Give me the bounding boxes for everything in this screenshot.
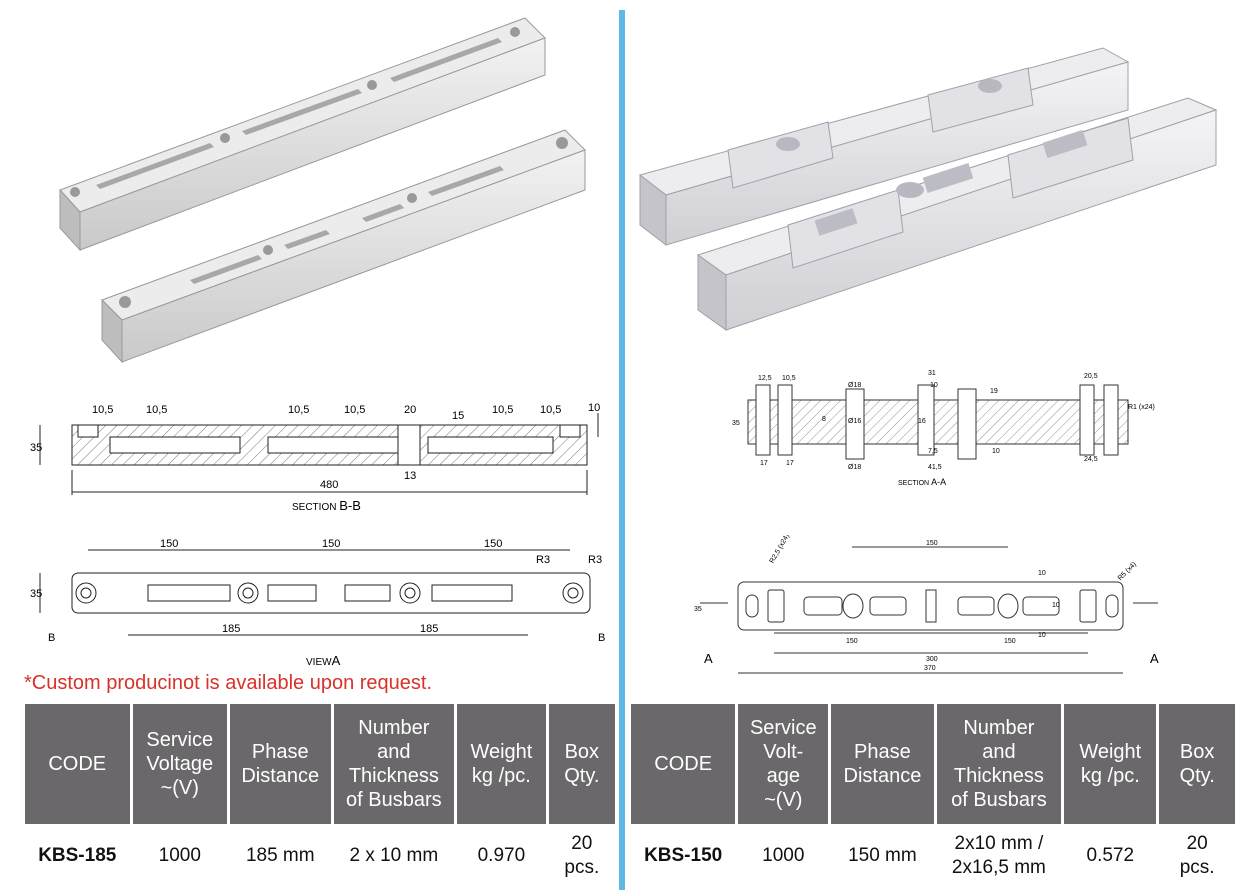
header-busbars: Number and Thickness of Busbars <box>936 704 1062 824</box>
panel-divider <box>619 10 625 890</box>
dim-label: 10,5 <box>540 404 561 416</box>
header-voltage: Service Voltage ~(V) <box>132 704 228 824</box>
dim-label: 10,5 <box>92 404 113 416</box>
dim-label: R5 (x4) <box>1117 561 1138 582</box>
custom-production-note: *Custom producinot is available upon req… <box>24 672 433 694</box>
dim-label: 10 <box>1038 570 1046 577</box>
header-code: CODE <box>631 704 736 824</box>
dim-label: R3 <box>536 554 550 566</box>
dim-label: R1 (x24) <box>1128 404 1155 411</box>
cell-phase-distance: 185 mm <box>245 845 315 866</box>
cell-weight: 0.572 <box>1086 845 1135 866</box>
dim-label: Ø18 <box>848 464 861 471</box>
dim-label: 150 <box>322 538 340 550</box>
product-panel-kbs-185: 10,5 10,5 10,5 10,5 20 15 10,5 10,5 10 3… <box>0 0 618 890</box>
dim-label: 10,5 <box>492 404 513 416</box>
product-panel-kbs-150: 12,5 10,5 Ø18 31 10 19 20,5 R1 (x24) 35 … <box>628 0 1238 890</box>
dim-label: 35 <box>732 420 740 427</box>
header-box-qty: Box Qty. <box>1159 704 1235 824</box>
header-phase-distance: Phase Distance <box>230 704 331 824</box>
dim-label: 7,5 <box>928 448 938 455</box>
dim-label: Ø18 <box>848 382 861 389</box>
dim-label: 10,5 <box>344 404 365 416</box>
header-weight: Weight kg /pc. <box>1064 704 1157 824</box>
dim-label: 10 <box>588 402 600 414</box>
dim-label: 35 <box>30 588 42 600</box>
dim-label: 24,5 <box>1084 456 1098 463</box>
cell-voltage: 1000 <box>762 845 805 866</box>
dim-label: 35 <box>694 606 702 613</box>
header-busbars: Number and Thickness of Busbars <box>333 704 455 824</box>
view-caption: VIEWA <box>306 653 341 668</box>
dim-label: 185 <box>222 623 240 635</box>
dim-label: 20 <box>404 404 416 416</box>
dim-label: A <box>1150 651 1159 666</box>
dim-label: 10,5 <box>288 404 309 416</box>
dim-label: 480 <box>320 479 338 491</box>
kbs-150-product-image <box>638 47 1218 331</box>
dim-label: 150 <box>1004 638 1016 645</box>
cell-busbars: 2x10 mm / 2x16,5 mm <box>951 833 1046 878</box>
spec-table-kbs-150: CODE Service Volt- age ~(V) Phase Distan… <box>628 704 1238 888</box>
section-caption: SECTION B-B <box>292 498 361 513</box>
dim-label: 10,5 <box>782 375 796 382</box>
cell-weight: 0.970 <box>477 845 526 866</box>
view-a-drawing-right: 150 R2,5 (x24) R5 (x4) 35 10 10 10 150 1… <box>694 535 1159 674</box>
dim-label: Ø16 <box>848 418 861 425</box>
view-a-drawing: 150 150 150 R3 R3 35 185 185 B B VIEWA <box>30 538 605 668</box>
dim-label: 10 <box>930 382 938 389</box>
section-a-a-drawing: 12,5 10,5 Ø18 31 10 19 20,5 R1 (x24) 35 … <box>732 370 1155 487</box>
dim-label: B <box>598 632 605 644</box>
dim-label: 19 <box>990 388 998 395</box>
dim-label: 10 <box>992 448 1000 455</box>
dim-label: R3 <box>588 554 602 566</box>
dim-label: 17 <box>786 460 794 467</box>
cell-voltage: 1000 <box>158 845 201 866</box>
cell-code: KBS-150 <box>644 845 723 866</box>
table-row: KBS-185 1000 185 mm 2 x 10 mm 0.970 20 p… <box>25 824 615 888</box>
dim-label: A <box>704 651 713 666</box>
table-header-row: CODE Service Voltage ~(V) Phase Distance… <box>25 704 615 824</box>
dim-label: 10 <box>1052 602 1060 609</box>
dim-label: 185 <box>420 623 438 635</box>
section-caption: SECTION A-A <box>898 477 946 487</box>
dim-label: 370 <box>924 665 936 672</box>
cell-busbars: 2 x 10 mm <box>349 845 439 866</box>
dim-label: 16 <box>918 418 926 425</box>
dim-label: 17 <box>760 460 768 467</box>
section-b-b-drawing: 10,5 10,5 10,5 10,5 20 15 10,5 10,5 10 3… <box>30 402 600 513</box>
header-weight: Weight kg /pc. <box>457 704 546 824</box>
header-box-qty: Box Qty. <box>548 704 615 824</box>
header-phase-distance: Phase Distance <box>831 704 934 824</box>
table-header-row: CODE Service Volt- age ~(V) Phase Distan… <box>631 704 1235 824</box>
dim-label: 31 <box>928 370 936 377</box>
dim-label: 8 <box>822 416 826 423</box>
dim-label: 150 <box>926 540 938 547</box>
dim-label: 15 <box>452 410 464 422</box>
dim-label: B <box>48 632 55 644</box>
cell-box-qty: 20 pcs. <box>564 833 600 878</box>
cell-box-qty: 20 pcs. <box>1179 833 1215 878</box>
dim-label: 10 <box>1038 632 1046 639</box>
dim-label: 150 <box>484 538 502 550</box>
dim-label: 20,5 <box>1084 373 1098 380</box>
dim-label: R2,5 (x24) <box>769 535 791 565</box>
dim-label: 150 <box>846 638 858 645</box>
cell-phase-distance: 150 mm <box>848 845 917 866</box>
dim-label: 300 <box>926 656 938 663</box>
cell-code: KBS-185 <box>38 845 117 866</box>
spec-table-kbs-185: CODE Service Voltage ~(V) Phase Distance… <box>22 704 618 888</box>
dim-label: 13 <box>404 470 416 482</box>
kbs-185-product-image <box>59 17 586 364</box>
header-code: CODE <box>25 704 130 824</box>
table-row: KBS-150 1000 150 mm 2x10 mm / 2x16,5 mm … <box>631 824 1235 888</box>
header-voltage: Service Volt- age ~(V) <box>738 704 829 824</box>
dim-label: 35 <box>30 442 42 454</box>
dim-label: 12,5 <box>758 375 772 382</box>
dim-label: 10,5 <box>146 404 167 416</box>
dim-label: 150 <box>160 538 178 550</box>
dim-label: 41,5 <box>928 464 942 471</box>
